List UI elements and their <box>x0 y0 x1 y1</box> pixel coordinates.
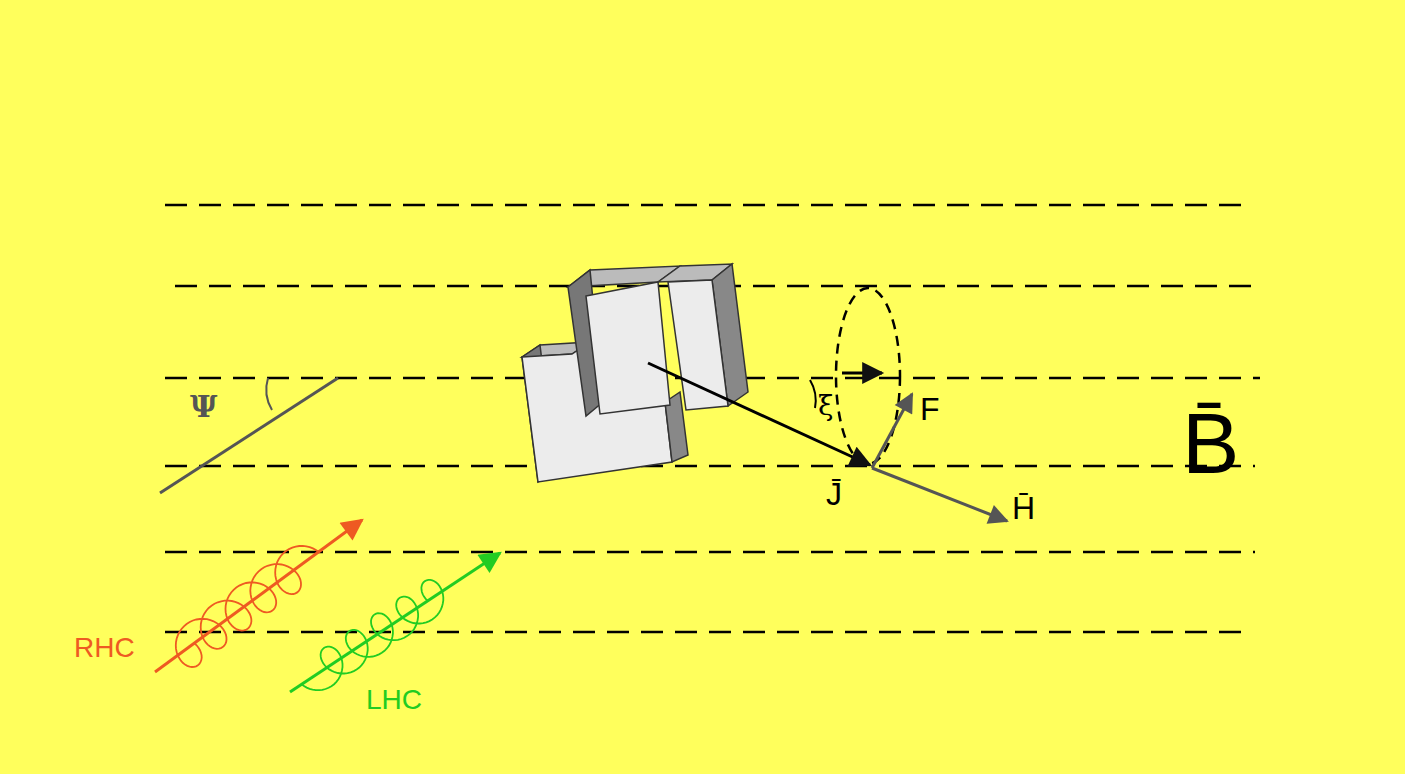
rhc-helix-axis <box>155 520 362 672</box>
lhc-helix-axis <box>290 553 500 692</box>
polarization-label: RHC <box>74 634 135 662</box>
lhc-helix-coil <box>302 580 444 690</box>
rhc-helix-coil <box>176 546 319 667</box>
polarization-label: LHC <box>366 686 422 714</box>
helices <box>155 520 500 692</box>
angle-label: ξ <box>818 392 833 420</box>
psi-angle <box>160 378 338 493</box>
vector-label: H̄ <box>1012 492 1035 524</box>
angle-label: Ψ <box>190 392 217 422</box>
field-label: B̄ <box>1182 400 1239 486</box>
field-lines <box>165 205 1260 632</box>
vectors <box>648 288 1007 521</box>
vector-label: J̄ <box>826 478 842 510</box>
vector-label: F <box>920 393 940 425</box>
grain-blocks <box>522 264 748 482</box>
